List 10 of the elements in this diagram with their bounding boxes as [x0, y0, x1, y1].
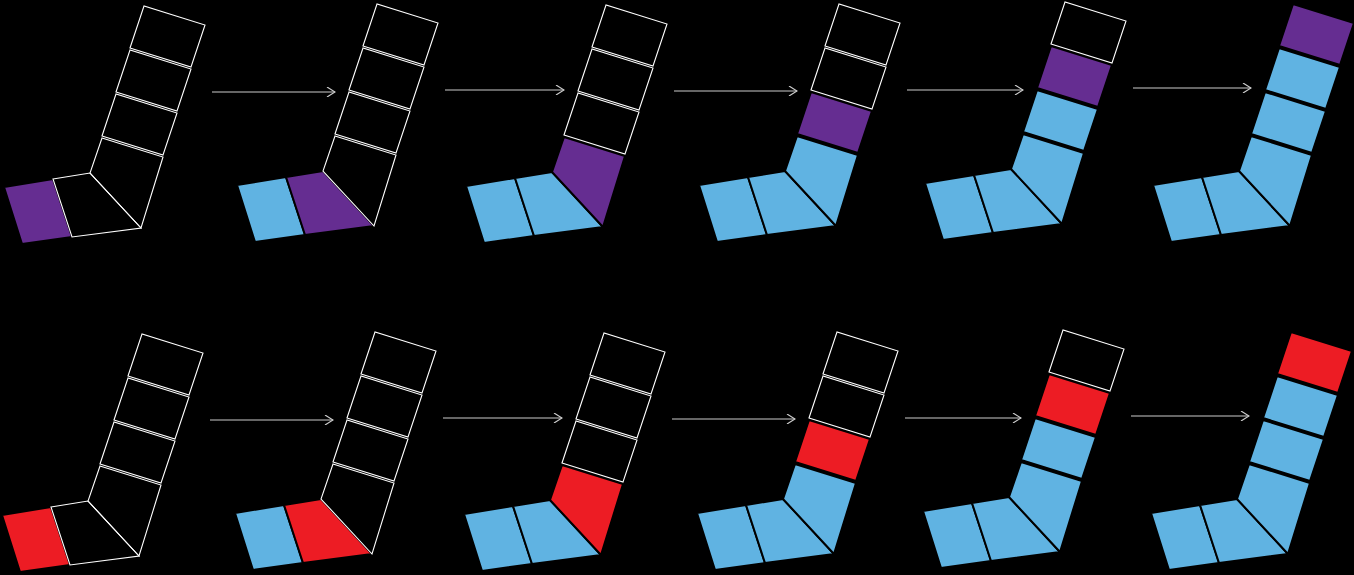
arrow: [671, 413, 796, 425]
arrow: [209, 414, 334, 426]
arrow: [673, 85, 798, 97]
arrow: [1132, 82, 1252, 94]
arrow: [444, 84, 565, 96]
arrow: [906, 84, 1024, 96]
arrow: [211, 86, 336, 98]
arrow: [1130, 410, 1250, 422]
arrow: [904, 412, 1022, 424]
arrow: [442, 412, 563, 424]
